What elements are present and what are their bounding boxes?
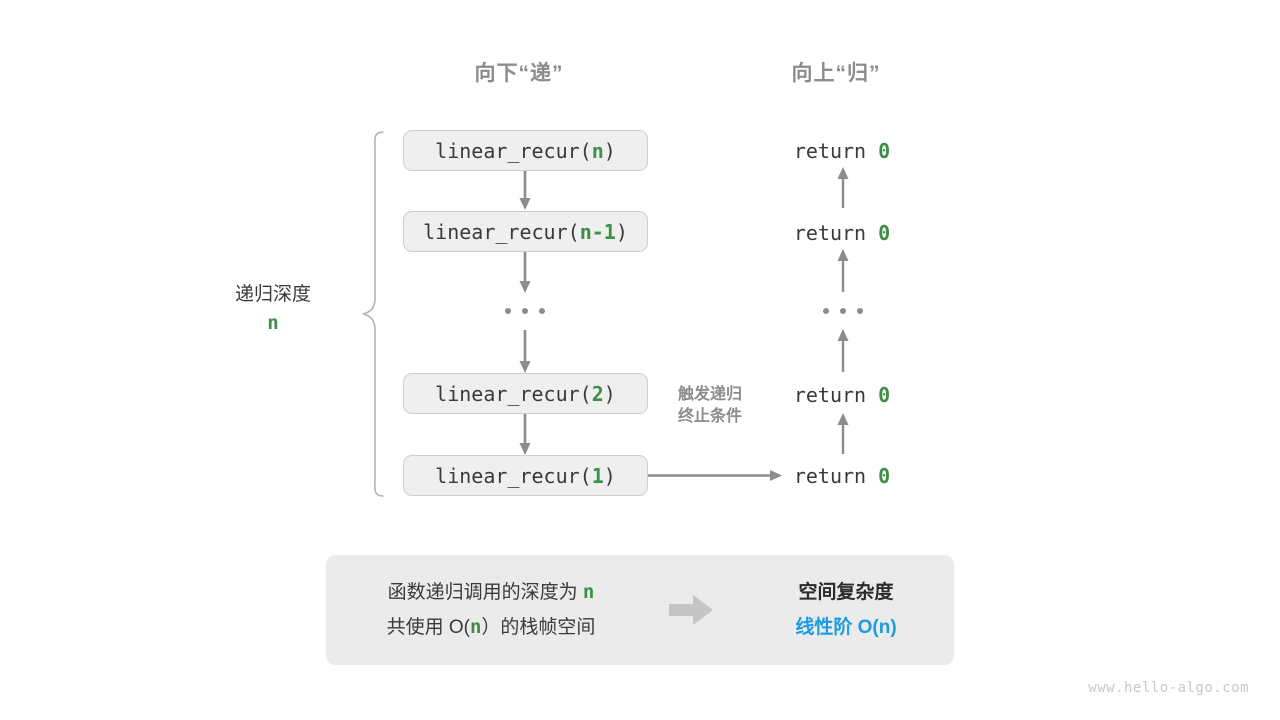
base-case-arrow-icon	[648, 470, 782, 481]
watermark: www.hello-algo.com	[1088, 680, 1249, 696]
ellipsis-dot	[840, 308, 846, 314]
return-statement-3: return 0	[794, 383, 890, 407]
return-value: 0	[878, 139, 891, 163]
return-statement-4: return 0	[794, 464, 890, 488]
up-arrow-icon-1	[837, 167, 849, 208]
return-keyword: return	[793, 383, 867, 407]
summary-result: 空间复杂度 线性阶 O(n)	[726, 575, 966, 645]
summary-line-1-text: 函数递归调用的深度为	[387, 582, 583, 603]
call-box-2[interactable]: linear_recur(2)	[403, 373, 648, 414]
summary-result-value: 线性阶 O(n)	[795, 617, 897, 638]
call-box-1-prefix: linear_recur(	[435, 463, 592, 488]
call-box-2-suffix: )	[603, 381, 616, 406]
ellipsis-dot	[823, 308, 829, 314]
ellipsis-right	[823, 308, 863, 314]
call-box-n-arg: n	[591, 138, 604, 163]
call-box-n[interactable]: linear_recur(n)	[403, 130, 648, 171]
down-arrow-icon-3	[519, 330, 531, 373]
column-header-up: 向上“归”	[791, 62, 881, 85]
trigger-condition-label: 触发递归 终止条件	[678, 384, 742, 428]
summary-line-2-n: n	[469, 616, 482, 638]
trigger-condition-line2: 终止条件	[677, 408, 743, 425]
return-statement-2: return 0	[794, 221, 890, 245]
call-box-n-suffix: )	[603, 138, 616, 163]
complexity-summary-panel: 函数递归调用的深度为 n 共使用 O(n）的栈帧空间 空间复杂度 线性阶 O(n…	[326, 555, 954, 665]
return-value: 0	[878, 464, 891, 488]
return-value: 0	[878, 221, 891, 245]
call-box-n-1-prefix: linear_recur(	[423, 219, 580, 244]
return-value: 0	[878, 383, 891, 407]
recursion-depth-title: 递归深度	[234, 284, 312, 305]
ellipsis-dot	[522, 308, 528, 314]
recursion-depth-brace-icon	[362, 131, 384, 497]
down-arrow-icon-1	[519, 171, 531, 210]
summary-result-title: 空间复杂度	[798, 582, 894, 603]
summary-description: 函数递归调用的深度为 n 共使用 O(n）的栈帧空间	[326, 575, 656, 645]
up-arrow-icon-2	[837, 249, 849, 292]
summary-line-1: 函数递归调用的深度为 n	[326, 575, 656, 610]
call-box-1[interactable]: linear_recur(1)	[403, 455, 648, 496]
down-arrow-icon-2	[519, 252, 531, 293]
down-arrow-icon-4	[519, 414, 531, 455]
call-box-n-prefix: linear_recur(	[435, 138, 592, 163]
call-box-2-prefix: linear_recur(	[435, 381, 592, 406]
return-keyword: return	[793, 139, 867, 163]
column-header-down: 向下“递”	[474, 62, 564, 85]
return-statement-1: return 0	[794, 139, 890, 163]
ellipsis-left	[505, 308, 545, 314]
summary-line-2: 共使用 O(n）的栈帧空间	[326, 610, 656, 645]
trigger-condition-line1: 触发递归	[677, 386, 743, 403]
summary-implies-arrow	[656, 593, 726, 627]
call-box-n-1[interactable]: linear_recur(n-1)	[403, 211, 648, 252]
summary-line-1-n: n	[582, 581, 595, 603]
recursion-depth-value: n	[267, 312, 279, 334]
call-box-n-1-arg: n-1	[579, 219, 616, 244]
call-box-1-suffix: )	[603, 463, 616, 488]
summary-line-2-text-a: 共使用 O(	[386, 617, 470, 638]
block-arrow-right-icon	[669, 595, 713, 625]
summary-line-2-text-b: ）的栈帧空间	[481, 617, 596, 638]
call-box-2-arg: 2	[591, 381, 604, 406]
ellipsis-dot	[505, 308, 511, 314]
ellipsis-dot	[857, 308, 863, 314]
up-arrow-icon-3	[837, 329, 849, 372]
recursion-depth-label: 递归深度 n	[235, 282, 311, 338]
up-arrow-icon-4	[837, 413, 849, 454]
ellipsis-dot	[539, 308, 545, 314]
call-box-n-1-suffix: )	[615, 219, 628, 244]
call-box-1-arg: 1	[591, 463, 604, 488]
return-keyword: return	[793, 464, 867, 488]
return-keyword: return	[793, 221, 867, 245]
